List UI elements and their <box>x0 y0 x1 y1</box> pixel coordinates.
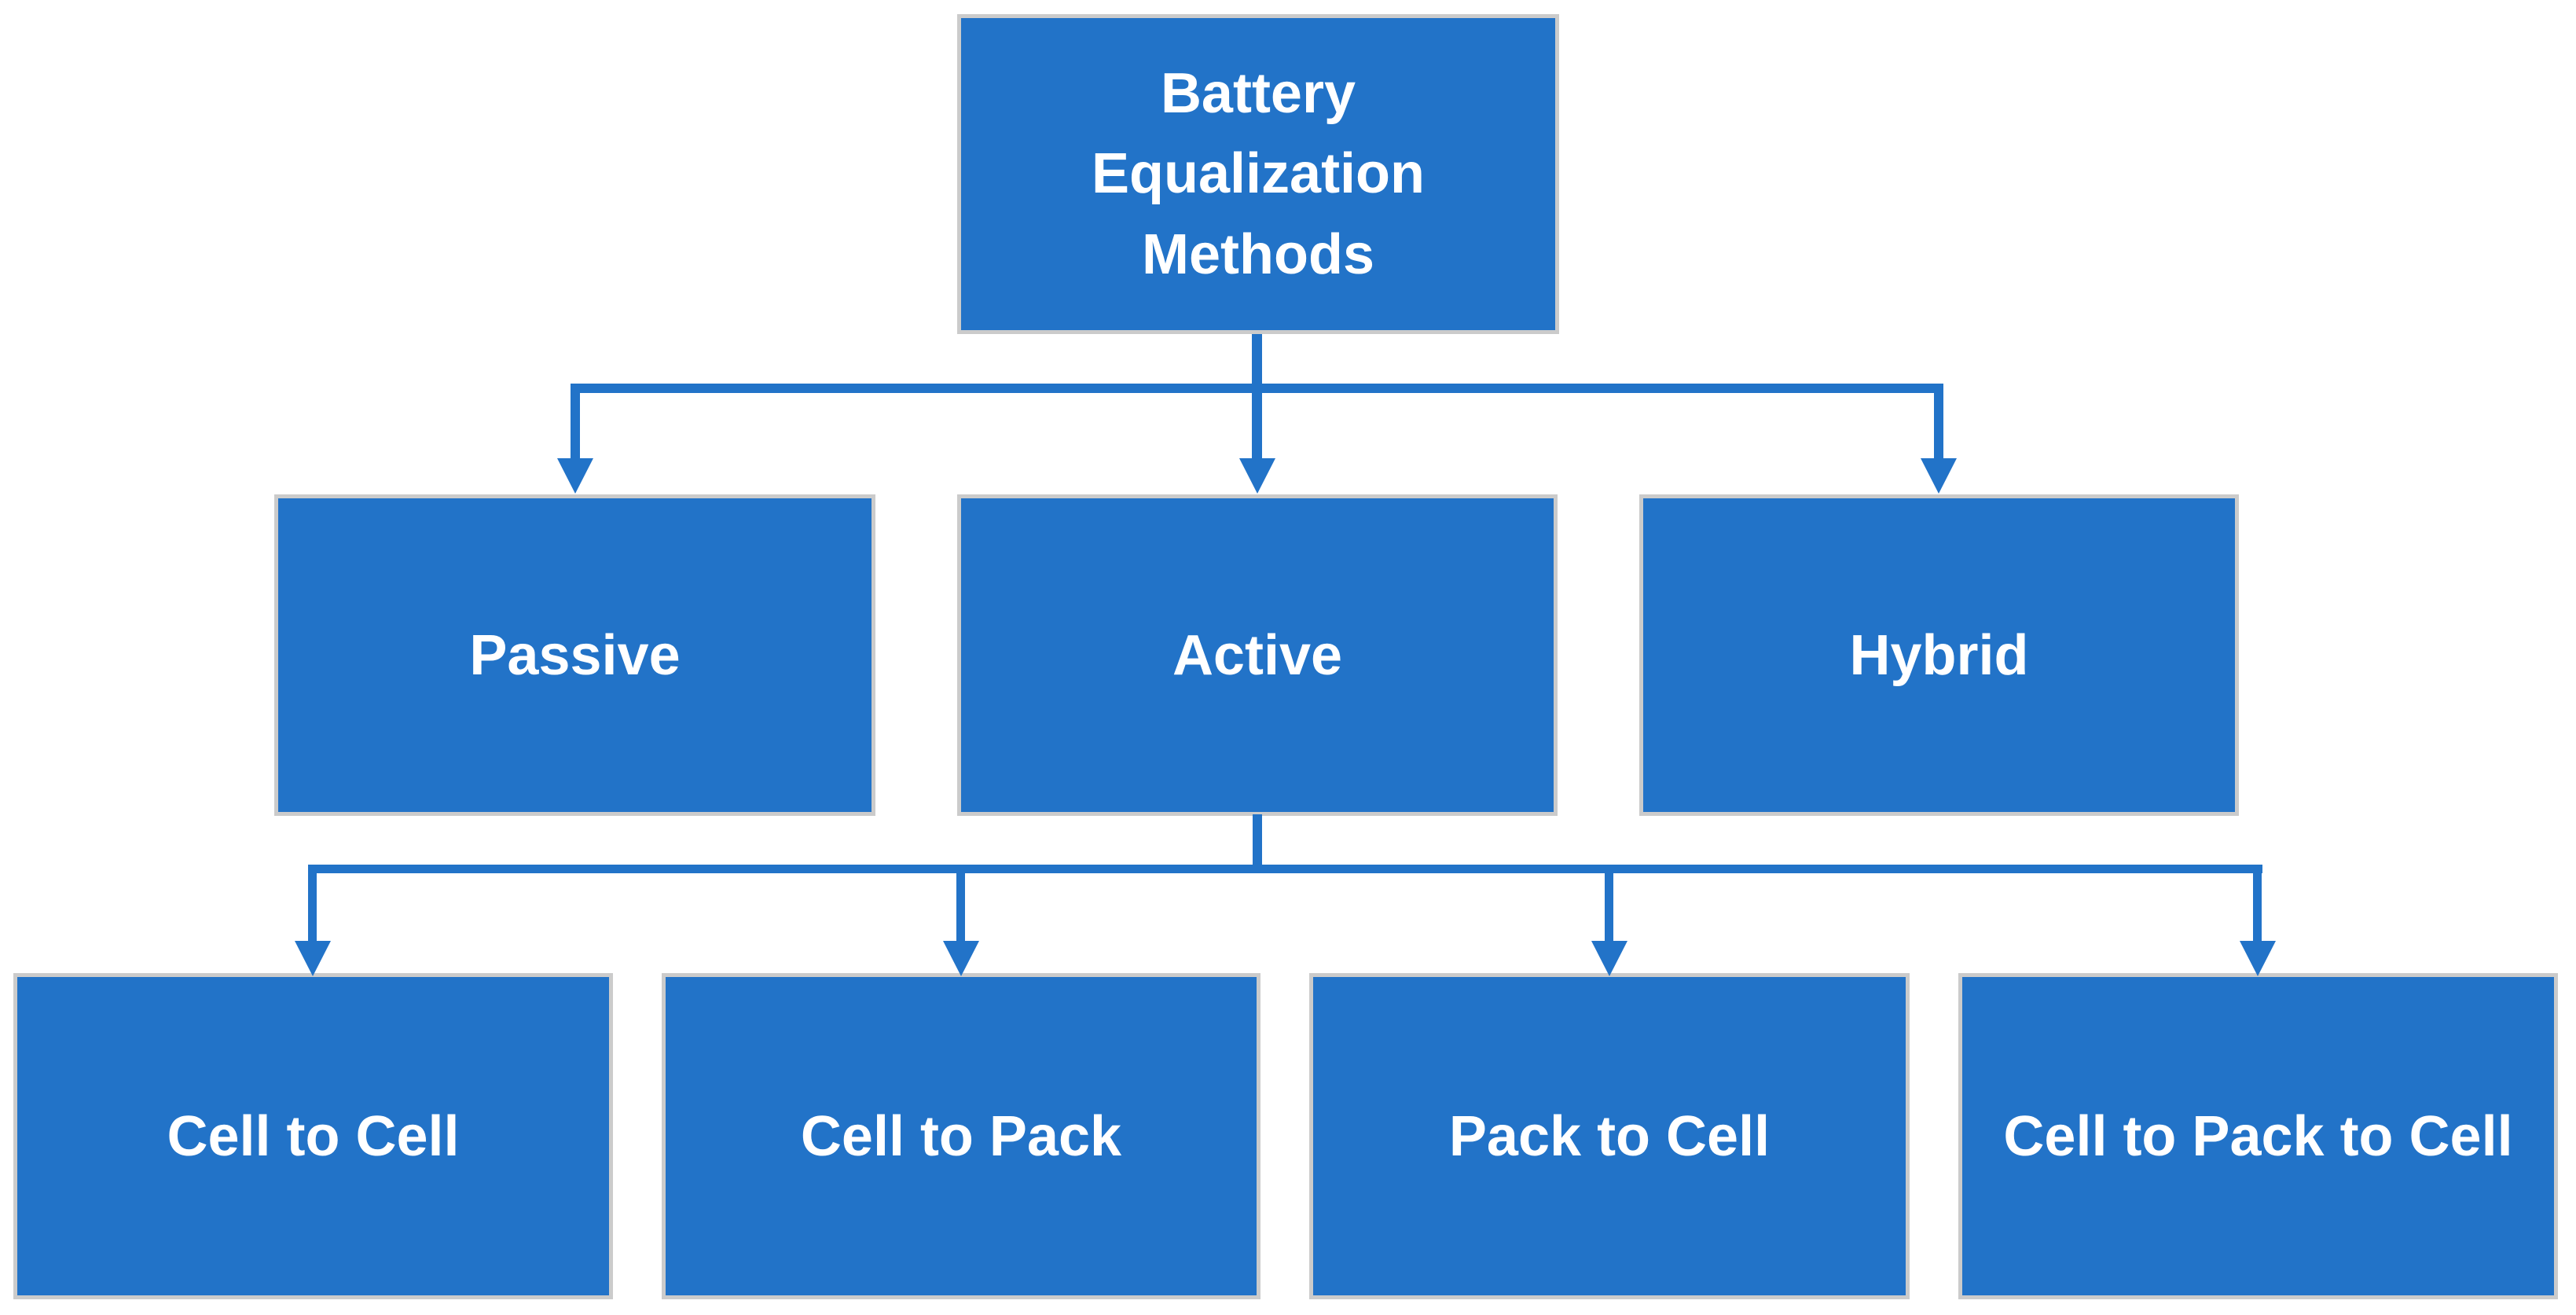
node-label: Pack to Cell <box>1448 1104 1771 1168</box>
node-battery-equalization-methods: Battery Equalization Methods <box>957 14 1559 334</box>
connector-drop-cell-to-cell <box>308 873 317 942</box>
node-label: Battery Equalization Methods <box>1091 62 1426 286</box>
node-label: Active <box>1172 623 1343 687</box>
arrowhead-active-icon <box>1239 458 1275 494</box>
node-label: Hybrid <box>1849 623 2029 687</box>
node-cell-to-pack-to-cell: Cell to Pack to Cell <box>1958 973 2558 1299</box>
node-cell-to-cell: Cell to Cell <box>13 973 613 1299</box>
arrowhead-passive-icon <box>557 458 593 494</box>
node-label: Passive <box>469 623 681 687</box>
connector-drop-passive <box>571 393 580 459</box>
node-cell-to-pack: Cell to Pack <box>662 973 1260 1299</box>
node-label: Cell to Pack to Cell <box>2003 1104 2513 1168</box>
node-hybrid: Hybrid <box>1639 494 2239 816</box>
arrowhead-hybrid-icon <box>1921 458 1957 494</box>
connector-drop-active <box>1252 393 1262 459</box>
node-passive: Passive <box>274 494 875 816</box>
connector-level2-bar <box>308 865 2262 873</box>
arrowhead-cell-to-cell-icon <box>295 941 331 976</box>
node-label: Cell to Cell <box>167 1104 460 1168</box>
connector-level1-bar <box>571 384 1943 393</box>
arrowhead-cell-to-pack-to-cell-icon <box>2240 941 2276 976</box>
node-pack-to-cell: Pack to Cell <box>1309 973 1910 1299</box>
connector-drop-pack-to-cell <box>1605 873 1613 942</box>
connector-root-shaft <box>1252 334 1262 393</box>
connector-active-shaft <box>1253 814 1262 869</box>
arrowhead-cell-to-pack-icon <box>943 941 979 976</box>
connector-drop-hybrid <box>1934 393 1943 459</box>
connector-drop-cell-to-pack-to-cell <box>2253 873 2262 942</box>
connector-drop-cell-to-pack <box>956 873 965 942</box>
node-label: Cell to Pack <box>800 1104 1122 1168</box>
arrowhead-pack-to-cell-icon <box>1591 941 1627 976</box>
node-active: Active <box>957 494 1558 816</box>
